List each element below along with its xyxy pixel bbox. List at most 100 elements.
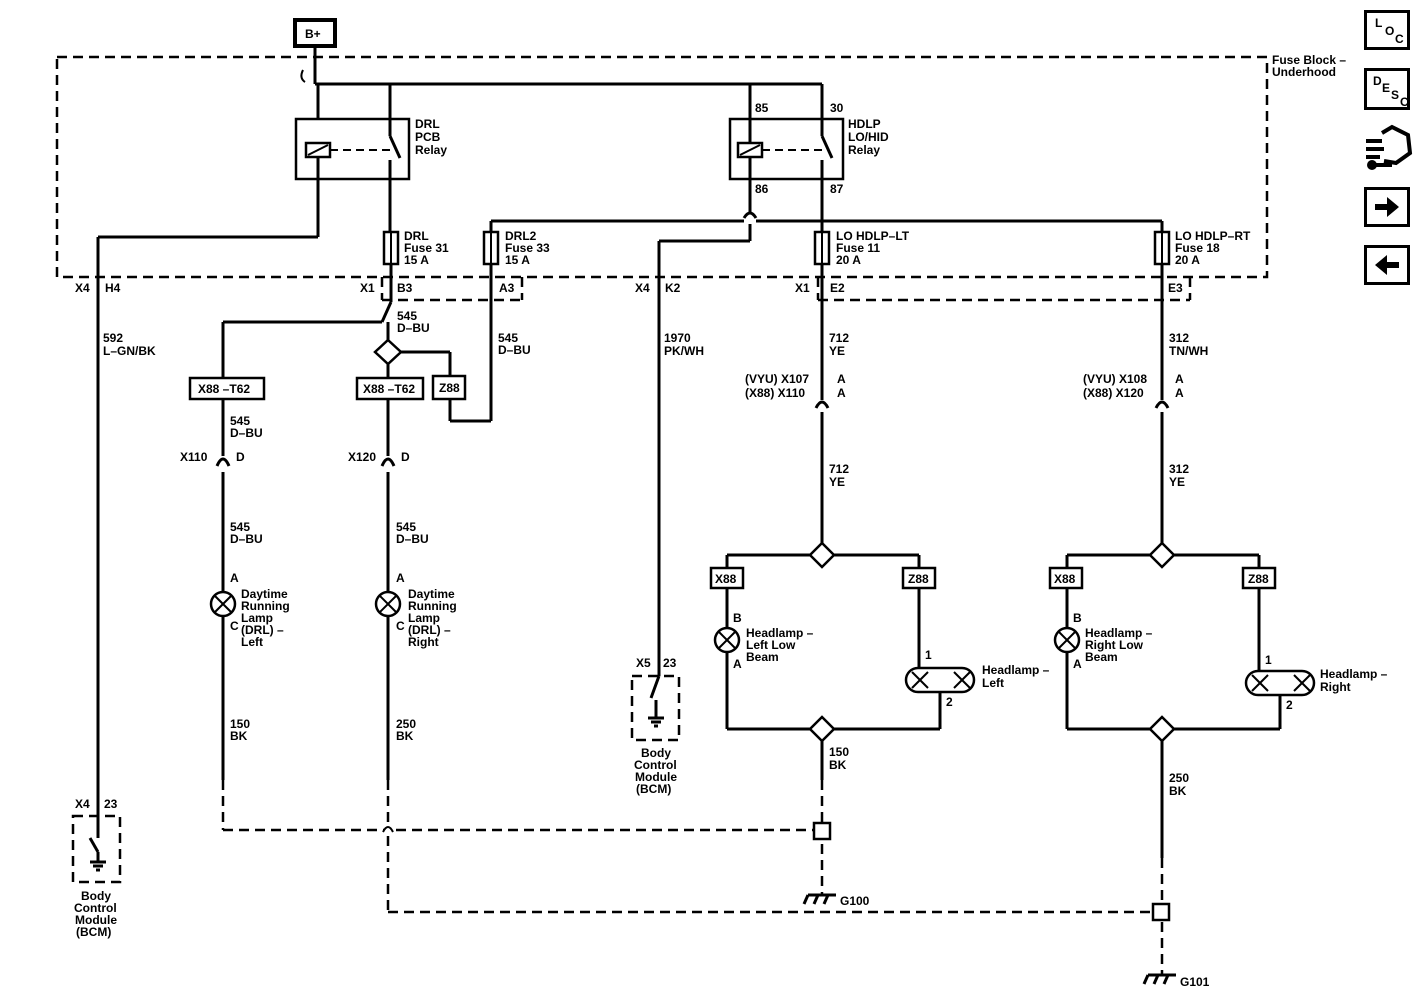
svg-text:545: 545 [230, 520, 250, 534]
svg-text:Module: Module [635, 770, 677, 784]
svg-text:X88: X88 [1054, 572, 1076, 586]
svg-text:G101: G101 [1180, 975, 1210, 989]
splice-left-ground [808, 715, 836, 743]
svg-text:1: 1 [925, 648, 932, 662]
svg-text:C: C [230, 619, 239, 633]
battery-label: B+ [305, 27, 321, 41]
svg-text:Headlamp –: Headlamp – [746, 626, 814, 640]
svg-text:X120: X120 [348, 450, 376, 464]
svg-text:A3: A3 [499, 281, 515, 295]
svg-text:X1: X1 [795, 281, 810, 295]
svg-text:23: 23 [663, 656, 677, 670]
svg-text:B: B [733, 611, 742, 625]
svg-text:2: 2 [946, 695, 953, 709]
hdlp-relay-label: HDLP LO/HID Relay [848, 117, 889, 157]
svg-text:545: 545 [498, 331, 518, 345]
svg-text:Fuse 33: Fuse 33 [505, 241, 550, 255]
svg-text:D–BU: D–BU [230, 532, 263, 546]
svg-text:Left: Left [982, 676, 1004, 690]
svg-text:Control: Control [74, 901, 117, 915]
svg-text:Z88: Z88 [1248, 572, 1269, 586]
svg-text:20 A: 20 A [836, 253, 861, 267]
svg-text:BK: BK [1169, 784, 1187, 798]
svg-text:YE: YE [1169, 475, 1185, 489]
svg-text:A: A [837, 386, 846, 400]
svg-text:Z88: Z88 [908, 572, 929, 586]
svg-text:Fuse Block –: Fuse Block – [1272, 53, 1346, 67]
svg-text:Running: Running [408, 599, 457, 613]
svg-text:YE: YE [829, 475, 845, 489]
svg-text:X88 –T62: X88 –T62 [198, 382, 250, 396]
svg-text:Daytime: Daytime [408, 587, 455, 601]
tag-z88 [431, 374, 467, 401]
svg-text:DRL: DRL [415, 117, 440, 131]
svg-text:712: 712 [829, 462, 849, 476]
svg-text:L–GN/BK: L–GN/BK [103, 344, 156, 358]
drl-relay-label: DRL PCB Relay [415, 117, 447, 157]
svg-text:Daytime: Daytime [241, 587, 288, 601]
svg-text:X4: X4 [75, 797, 90, 811]
ground-g100: G100 [802, 893, 870, 908]
headlamp-right [1244, 669, 1316, 697]
svg-text:X5: X5 [636, 656, 651, 670]
headlamp-left [904, 666, 976, 694]
svg-text:A: A [230, 571, 239, 585]
fuse-block-boundary [55, 55, 1269, 279]
svg-text:15 A: 15 A [404, 253, 429, 267]
svg-text:312: 312 [1169, 462, 1189, 476]
svg-text:Beam: Beam [1085, 650, 1118, 664]
svg-text:250: 250 [1169, 771, 1189, 785]
svg-text:DRL: DRL [404, 229, 429, 243]
tag-x88-t62-left [188, 376, 266, 401]
svg-text:A: A [1175, 386, 1184, 400]
svg-text:1970: 1970 [664, 331, 691, 345]
svg-text:TN/WH: TN/WH [1169, 344, 1208, 358]
svg-text:Fuse 31: Fuse 31 [404, 241, 449, 255]
svg-text:Underhood: Underhood [1272, 65, 1336, 79]
svg-text:Left: Left [241, 635, 263, 649]
location-button[interactable]: L O C [1364, 10, 1410, 50]
svg-text:D: D [401, 450, 410, 464]
ground-junction-g100 [812, 821, 832, 841]
svg-text:X4: X4 [75, 281, 90, 295]
forward-button[interactable] [1364, 187, 1410, 227]
connector-icon[interactable] [1362, 123, 1414, 173]
ground-junction-g101 [1151, 902, 1171, 922]
svg-text:Beam: Beam [746, 650, 779, 664]
svg-text:A: A [837, 372, 846, 386]
svg-text:Relay: Relay [848, 143, 880, 157]
svg-text:LO/HID: LO/HID [848, 130, 889, 144]
svg-text:A: A [733, 657, 742, 671]
svg-text:C: C [396, 619, 405, 633]
svg-text:A: A [396, 571, 405, 585]
svg-text:Headlamp –: Headlamp – [1320, 667, 1388, 681]
svg-text:545: 545 [230, 414, 250, 428]
svg-text:(X88) X110: (X88) X110 [745, 386, 805, 400]
svg-text:Right: Right [1320, 680, 1351, 694]
svg-text:Right Low: Right Low [1085, 638, 1144, 652]
svg-text:85: 85 [755, 101, 769, 115]
svg-text:2: 2 [1286, 698, 1293, 712]
back-button[interactable] [1364, 245, 1410, 285]
svg-text:D–BU: D–BU [396, 532, 429, 546]
svg-text:A: A [1073, 657, 1082, 671]
svg-text:LO HDLP–LT: LO HDLP–LT [836, 229, 910, 243]
description-button[interactable]: D E S C [1364, 68, 1410, 110]
svg-text:Module: Module [75, 913, 117, 927]
svg-text:D–BU: D–BU [498, 343, 531, 357]
svg-text:712: 712 [829, 331, 849, 345]
svg-text:BK: BK [829, 758, 847, 772]
svg-text:(VYU) X108: (VYU) X108 [1083, 372, 1147, 386]
ground-g101: G101 [1142, 973, 1210, 989]
svg-text:(VYU) X107: (VYU) X107 [745, 372, 809, 386]
svg-text:Lamp: Lamp [408, 611, 440, 625]
svg-text:G100: G100 [840, 894, 870, 908]
svg-text:312: 312 [1169, 331, 1189, 345]
svg-text:(BCM): (BCM) [76, 925, 111, 939]
bcm-middle [630, 674, 681, 742]
svg-text:Running: Running [241, 599, 290, 613]
svg-text:X88 –T62: X88 –T62 [363, 382, 415, 396]
svg-text:X110: X110 [180, 450, 208, 464]
svg-text:D: D [236, 450, 245, 464]
